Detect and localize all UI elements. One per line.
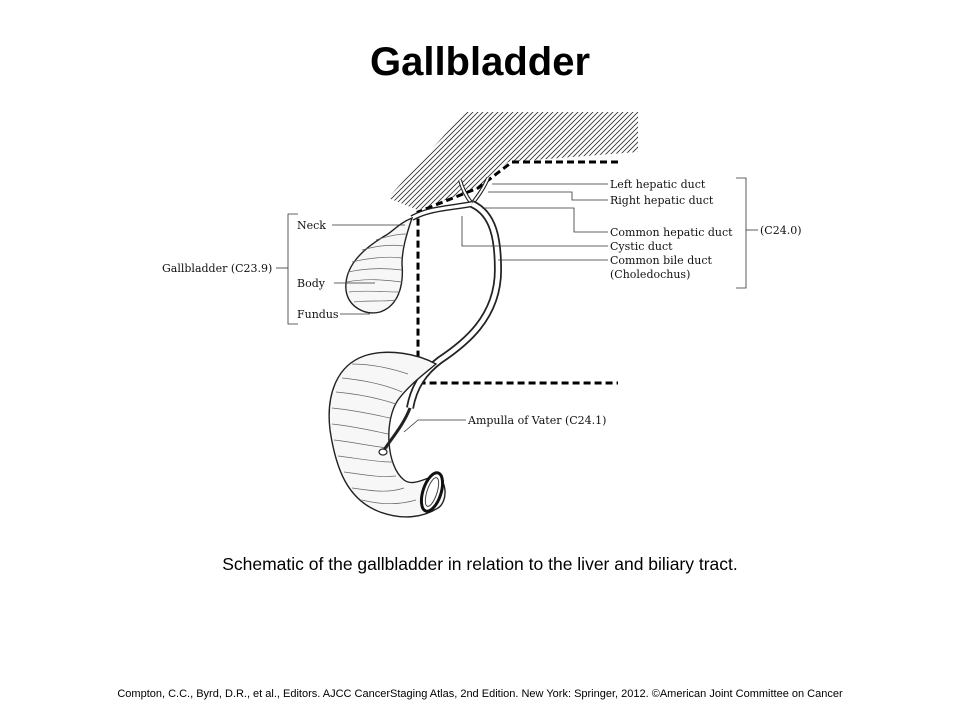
hatch-line bbox=[655, 100, 795, 240]
hatch-line bbox=[474, 112, 616, 210]
hatch-line bbox=[504, 112, 638, 210]
hatch-line bbox=[544, 112, 638, 210]
figure-caption: Schematic of the gallbladder in relation… bbox=[222, 554, 738, 574]
neck-label: Neck bbox=[297, 219, 326, 232]
hatch-line bbox=[394, 112, 536, 210]
hatch-line bbox=[529, 112, 638, 210]
hatch-line bbox=[479, 112, 621, 210]
citation-footer: Compton, C.C., Byrd, D.R., et al., Edito… bbox=[117, 688, 843, 700]
hatch-line bbox=[559, 112, 638, 210]
hatch-line bbox=[524, 112, 638, 210]
hatch-line bbox=[579, 112, 638, 210]
hatch-line bbox=[389, 112, 531, 210]
hatch-line bbox=[695, 100, 835, 240]
hatch-line bbox=[634, 112, 638, 210]
hatch-line bbox=[409, 112, 551, 210]
hatch-line bbox=[449, 112, 591, 210]
gallbladder-group-label: Gallbladder (C23.9) bbox=[162, 262, 272, 275]
right-hepatic-duct-label: Right hepatic duct bbox=[610, 194, 714, 207]
hatch-line bbox=[584, 112, 638, 210]
hatch-line bbox=[419, 112, 561, 210]
common-bile-duct-label: Common bile duct bbox=[610, 254, 712, 267]
hatch-line bbox=[720, 100, 860, 240]
hatch-line bbox=[569, 112, 638, 210]
hatch-line bbox=[599, 112, 638, 210]
hatch-line bbox=[388, 112, 476, 210]
hatch-line bbox=[574, 112, 638, 210]
hatch-line bbox=[629, 112, 638, 210]
left-hepatic-duct-label: Left hepatic duct bbox=[610, 178, 706, 191]
hatch-line bbox=[660, 100, 800, 240]
hatch-line bbox=[650, 100, 790, 240]
cystic-duct-label: Cystic duct bbox=[610, 240, 673, 253]
hatch-line bbox=[624, 112, 638, 210]
duct-leaders bbox=[403, 177, 758, 433]
hatch-line bbox=[715, 100, 855, 240]
hatch-line bbox=[388, 112, 501, 210]
hatch-line bbox=[604, 112, 638, 210]
hatch-line bbox=[670, 100, 810, 240]
hatch-line bbox=[554, 112, 638, 210]
hatch-line bbox=[609, 112, 638, 210]
bile-ducts bbox=[406, 200, 503, 409]
hatch-line bbox=[388, 112, 516, 210]
hatch-line bbox=[594, 112, 638, 210]
hatch-line bbox=[399, 112, 541, 210]
hatch-line bbox=[404, 112, 546, 210]
duodenum-shape bbox=[328, 351, 446, 518]
hatch-line bbox=[388, 112, 496, 210]
hatch-line bbox=[614, 112, 638, 210]
hatch-line bbox=[429, 112, 571, 210]
fundus-label: Fundus bbox=[297, 308, 339, 321]
hatch-line bbox=[388, 112, 521, 210]
hatch-line bbox=[489, 112, 631, 210]
hatch-line bbox=[685, 100, 825, 240]
hatch-line bbox=[424, 112, 566, 210]
hatch-line bbox=[534, 112, 638, 210]
hatch-line bbox=[564, 112, 638, 210]
ampulla-of-vater-label: Ampulla of Vater (C24.1) bbox=[467, 414, 606, 427]
hatch-line bbox=[665, 100, 805, 240]
hatch-line bbox=[459, 112, 601, 210]
hatch-line bbox=[675, 100, 815, 240]
hatch-line bbox=[539, 112, 638, 210]
hatch-line bbox=[640, 100, 780, 240]
hatch-line bbox=[499, 112, 638, 210]
hatch-line bbox=[680, 100, 820, 240]
hatch-line bbox=[589, 112, 638, 210]
hatch-line bbox=[619, 112, 638, 210]
hatch-line bbox=[388, 112, 511, 210]
hatch-line bbox=[388, 112, 526, 210]
hatch-line bbox=[514, 112, 638, 210]
dotted-boundary bbox=[416, 160, 618, 385]
hatch-line bbox=[388, 112, 506, 210]
choledochus-label: (Choledochus) bbox=[610, 268, 690, 281]
hatch-line bbox=[388, 112, 486, 210]
hatch-line bbox=[710, 100, 850, 240]
hatch-line bbox=[519, 112, 638, 210]
slide-title: Gallbladder bbox=[369, 40, 591, 84]
hepatic-ducts bbox=[458, 177, 490, 206]
gallbladder-leaders bbox=[276, 213, 405, 325]
hatch-line bbox=[690, 100, 830, 240]
hatch-line bbox=[388, 112, 491, 210]
hatch-line bbox=[705, 100, 845, 240]
hatch-line bbox=[509, 112, 638, 210]
hatch-line bbox=[439, 112, 581, 210]
common-hepatic-duct-label: Common hepatic duct bbox=[610, 226, 733, 239]
hatch-line bbox=[444, 112, 586, 210]
duct-group-label: (C24.0) bbox=[760, 224, 802, 237]
hatch-line bbox=[645, 100, 785, 240]
hatch-line bbox=[414, 112, 556, 210]
hatch-line bbox=[388, 112, 471, 210]
hatch-line bbox=[494, 112, 636, 210]
hatch-line bbox=[549, 112, 638, 210]
hatch-line bbox=[484, 112, 626, 210]
gallbladder-shape bbox=[345, 216, 414, 314]
hatch-line bbox=[700, 100, 840, 240]
hatch-line bbox=[434, 112, 576, 210]
body-label: Body bbox=[297, 277, 326, 290]
